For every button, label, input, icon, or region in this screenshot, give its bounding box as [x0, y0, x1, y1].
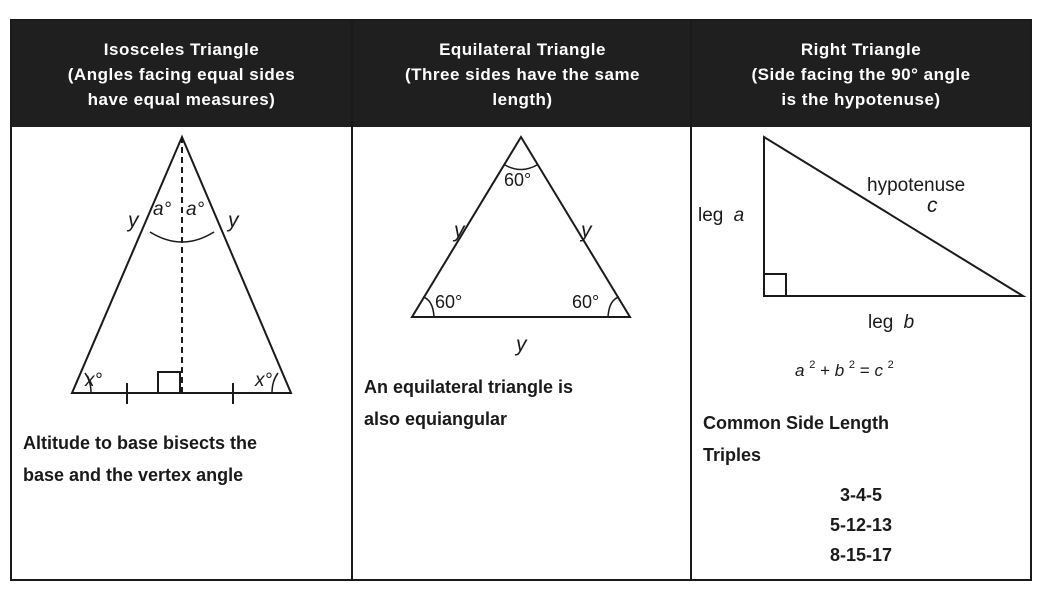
right-triangle [763, 135, 1027, 297]
isosceles-apex-right-label: a° [186, 199, 205, 220]
right-triangle-header-line-1: Right Triangle [800, 39, 922, 59]
pythagorean-formula: a 2 + b 2 = c 2 [795, 353, 894, 380]
equilateral-side-bottom-label: y [514, 333, 528, 356]
right-angle-marker [157, 371, 181, 394]
equilateral-header-line-2: (Three sides have the same [404, 64, 641, 84]
equilateral-right-angle-label: 60° [572, 292, 599, 312]
hypotenuse-label: hypotenuse [867, 175, 965, 196]
right-triangle-note-line-2: Triples [703, 445, 762, 465]
right-triangle-header: Right Triangle (Side facing the 90° angl… [692, 21, 1030, 127]
equilateral-header: Equilateral Triangle (Three sides have t… [353, 21, 692, 127]
isosceles-side-left-label: y [126, 209, 140, 232]
equilateral-right-angle-arc [607, 296, 620, 318]
equilateral-header-line-1: Equilateral Triangle [439, 39, 606, 59]
leg-b-word: leg [868, 312, 893, 333]
equilateral-column: Equilateral Triangle (Three sides have t… [351, 21, 692, 579]
isosceles-header-line-3: have equal measures) [87, 89, 276, 109]
leg-b-var: b [904, 312, 915, 333]
leg-a-label: leg a [698, 205, 744, 226]
equilateral-side-right-label: y [579, 219, 593, 242]
side-length-triples: 3-4-5 5-12-13 8-15-17 [692, 480, 1030, 570]
right-triangle-note: Common Side Length Triples [703, 407, 889, 471]
equilateral-top-angle-label: 60° [504, 170, 531, 190]
equilateral-body: 60° 60° 60° y y y An equilateral triangl… [353, 127, 692, 579]
isosceles-side-right-label: y [226, 209, 240, 232]
right-triangle-note-line-1: Common Side Length [703, 413, 889, 433]
formula-plus: + [820, 361, 835, 380]
triple-item: 8-15-17 [829, 545, 893, 565]
formula-b: b [835, 361, 844, 380]
right-triangle-body: hypotenuse c leg a leg b a 2 + b 2 = [692, 127, 1030, 579]
isosceles-base-right-label: x° [254, 370, 273, 391]
leg-a-var: a [734, 205, 745, 226]
equilateral-top-angle-arc [504, 164, 538, 171]
equilateral-note-line-2: also equiangular [364, 409, 508, 429]
hypotenuse-var-label: c [927, 194, 938, 217]
isosceles-base-left-label: x° [84, 370, 103, 391]
equilateral-triangle [410, 135, 632, 318]
equilateral-note-line-1: An equilateral triangle is [364, 377, 574, 397]
isosceles-note-line-1: Altitude to base bisects the [23, 433, 258, 453]
isosceles-header-line-1: Isosceles Triangle [103, 39, 260, 59]
equilateral-note: An equilateral triangle is also equiangu… [364, 371, 573, 435]
equilateral-left-angle-arc [422, 296, 435, 318]
isosceles-note-line-2: base and the vertex angle [23, 465, 244, 485]
apex-angle-arc [149, 231, 215, 243]
formula-eq: = [860, 361, 875, 380]
leg-b-label: leg b [868, 312, 914, 333]
isosceles-triangle-figure: y y a° a° x° x° [70, 134, 293, 404]
equilateral-header-line-3: length) [492, 89, 553, 109]
formula-c: c [874, 361, 883, 380]
formula-c-exp: 2 [888, 359, 894, 371]
right-triangle-header-line-2: (Side facing the 90° angle [751, 64, 971, 84]
equilateral-left-angle-label: 60° [435, 292, 462, 312]
isosceles-note: Altitude to base bisects the base and th… [23, 427, 257, 491]
triple-item: 3-4-5 [839, 485, 883, 505]
triangle-reference-table: Isosceles Triangle (Angles facing equal … [10, 19, 1032, 581]
right-triangle-header-line-3: is the hypotenuse) [781, 89, 941, 109]
base-angle-arc-left [84, 372, 92, 394]
formula-a-exp: 2 [809, 359, 815, 371]
isosceles-triangle [70, 134, 293, 394]
formula-a: a [795, 361, 804, 380]
triple-item: 5-12-13 [829, 515, 893, 535]
leg-a-word: leg [698, 205, 723, 226]
equilateral-triangle-figure: 60° 60° 60° y y y [410, 135, 632, 356]
isosceles-header-line-2: (Angles facing equal sides [67, 64, 296, 84]
formula-b-exp: 2 [849, 359, 855, 371]
right-triangle-angle-marker [763, 273, 787, 297]
right-triangle-column: Right Triangle (Side facing the 90° angl… [690, 21, 1030, 579]
isosceles-body: y y a° a° x° x° Altitude to base bisects… [12, 127, 351, 579]
right-triangle-figure: hypotenuse c leg a leg b a 2 + b 2 = [698, 135, 1027, 380]
isosceles-column: Isosceles Triangle (Angles facing equal … [12, 21, 351, 579]
isosceles-header: Isosceles Triangle (Angles facing equal … [12, 21, 351, 127]
isosceles-apex-left-label: a° [153, 199, 172, 220]
equilateral-side-left-label: y [452, 219, 466, 242]
base-angle-arc-right [271, 372, 279, 394]
